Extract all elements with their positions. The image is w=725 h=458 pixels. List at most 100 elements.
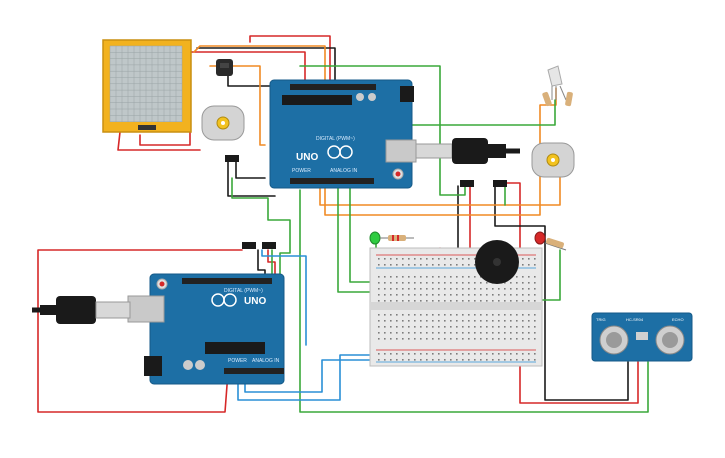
breadboard-hole[interactable] [420, 314, 422, 316]
breadboard-hole[interactable] [474, 288, 476, 290]
breadboard-hole[interactable] [444, 300, 446, 302]
breadboard-hole[interactable] [438, 353, 440, 355]
breadboard-hole[interactable] [474, 320, 476, 322]
breadboard-hole[interactable] [450, 326, 452, 328]
breadboard-hole[interactable] [450, 294, 452, 296]
breadboard-hole[interactable] [522, 338, 524, 340]
breadboard-hole[interactable] [438, 294, 440, 296]
breadboard-hole[interactable] [402, 338, 404, 340]
breadboard-hole[interactable] [450, 300, 452, 302]
breadboard-hole[interactable] [534, 264, 536, 266]
breadboard-hole[interactable] [426, 258, 428, 260]
breadboard-hole[interactable] [468, 338, 470, 340]
breadboard-hole[interactable] [486, 300, 488, 302]
breadboard-hole[interactable] [408, 276, 410, 278]
breadboard-hole[interactable] [516, 294, 518, 296]
breadboard-hole[interactable] [522, 320, 524, 322]
wire-black[interactable] [235, 159, 266, 179]
breadboard-hole[interactable] [432, 353, 434, 355]
breadboard-hole[interactable] [510, 320, 512, 322]
breadboard-hole[interactable] [450, 353, 452, 355]
breadboard-hole[interactable] [432, 314, 434, 316]
reset-button[interactable] [395, 171, 401, 177]
breadboard-hole[interactable] [444, 326, 446, 328]
breadboard-hole[interactable] [522, 326, 524, 328]
breadboard-hole[interactable] [522, 353, 524, 355]
breadboard-hole[interactable] [396, 359, 398, 361]
breadboard-hole[interactable] [450, 314, 452, 316]
breadboard-hole[interactable] [420, 294, 422, 296]
breadboard-hole[interactable] [402, 314, 404, 316]
breadboard-hole[interactable] [402, 276, 404, 278]
breadboard-hole[interactable] [390, 276, 392, 278]
breadboard-hole[interactable] [468, 326, 470, 328]
wire-red[interactable] [37, 249, 243, 413]
breadboard-hole[interactable] [486, 320, 488, 322]
breadboard-hole[interactable] [390, 320, 392, 322]
breadboard-hole[interactable] [456, 332, 458, 334]
breadboard-hole[interactable] [420, 338, 422, 340]
breadboard-hole[interactable] [480, 314, 482, 316]
wire-green[interactable] [231, 177, 291, 281]
breadboard-hole[interactable] [468, 294, 470, 296]
breadboard-hole[interactable] [426, 282, 428, 284]
breadboard-hole[interactable] [510, 353, 512, 355]
breadboard-hole[interactable] [426, 326, 428, 328]
breadboard-hole[interactable] [396, 338, 398, 340]
breadboard-hole[interactable] [438, 326, 440, 328]
breadboard-hole[interactable] [432, 320, 434, 322]
breadboard-hole[interactable] [384, 258, 386, 260]
breadboard-hole[interactable] [426, 294, 428, 296]
breadboard-hole[interactable] [414, 264, 416, 266]
breadboard-hole[interactable] [474, 258, 476, 260]
breadboard-hole[interactable] [390, 332, 392, 334]
breadboard-hole[interactable] [528, 258, 530, 260]
breadboard-hole[interactable] [504, 300, 506, 302]
breadboard-hole[interactable] [378, 359, 380, 361]
breadboard-hole[interactable] [468, 314, 470, 316]
breadboard-hole[interactable] [438, 276, 440, 278]
breadboard-hole[interactable] [426, 332, 428, 334]
breadboard-hole[interactable] [480, 353, 482, 355]
breadboard-hole[interactable] [522, 288, 524, 290]
breadboard-hole[interactable] [378, 258, 380, 260]
breadboard-hole[interactable] [408, 320, 410, 322]
breadboard-hole[interactable] [396, 264, 398, 266]
wire-red[interactable] [249, 35, 331, 81]
breadboard-hole[interactable] [468, 282, 470, 284]
breadboard-hole[interactable] [402, 258, 404, 260]
breadboard-hole[interactable] [408, 359, 410, 361]
breadboard-hole[interactable] [396, 314, 398, 316]
breadboard-hole[interactable] [414, 258, 416, 260]
breadboard-hole[interactable] [534, 294, 536, 296]
breadboard-hole[interactable] [420, 288, 422, 290]
breadboard-hole[interactable] [480, 300, 482, 302]
breadboard-hole[interactable] [456, 326, 458, 328]
breadboard-hole[interactable] [462, 359, 464, 361]
breadboard-hole[interactable] [486, 326, 488, 328]
breadboard-hole[interactable] [516, 326, 518, 328]
breadboard-hole[interactable] [384, 353, 386, 355]
breadboard-hole[interactable] [378, 294, 380, 296]
breadboard-hole[interactable] [528, 314, 530, 316]
breadboard-hole[interactable] [528, 288, 530, 290]
breadboard-hole[interactable] [534, 282, 536, 284]
breadboard-hole[interactable] [504, 359, 506, 361]
breadboard-hole[interactable] [468, 264, 470, 266]
breadboard-hole[interactable] [456, 282, 458, 284]
breadboard-hole[interactable] [414, 326, 416, 328]
breadboard-hole[interactable] [504, 332, 506, 334]
breadboard-hole[interactable] [438, 320, 440, 322]
breadboard-hole[interactable] [510, 359, 512, 361]
breadboard-hole[interactable] [468, 353, 470, 355]
breadboard-hole[interactable] [408, 288, 410, 290]
breadboard-hole[interactable] [456, 359, 458, 361]
breadboard-hole[interactable] [420, 326, 422, 328]
breadboard-hole[interactable] [438, 359, 440, 361]
breadboard-hole[interactable] [390, 326, 392, 328]
breadboard-hole[interactable] [486, 282, 488, 284]
breadboard-hole[interactable] [384, 326, 386, 328]
reset-button[interactable] [159, 281, 165, 287]
breadboard-hole[interactable] [378, 276, 380, 278]
breadboard-hole[interactable] [432, 338, 434, 340]
